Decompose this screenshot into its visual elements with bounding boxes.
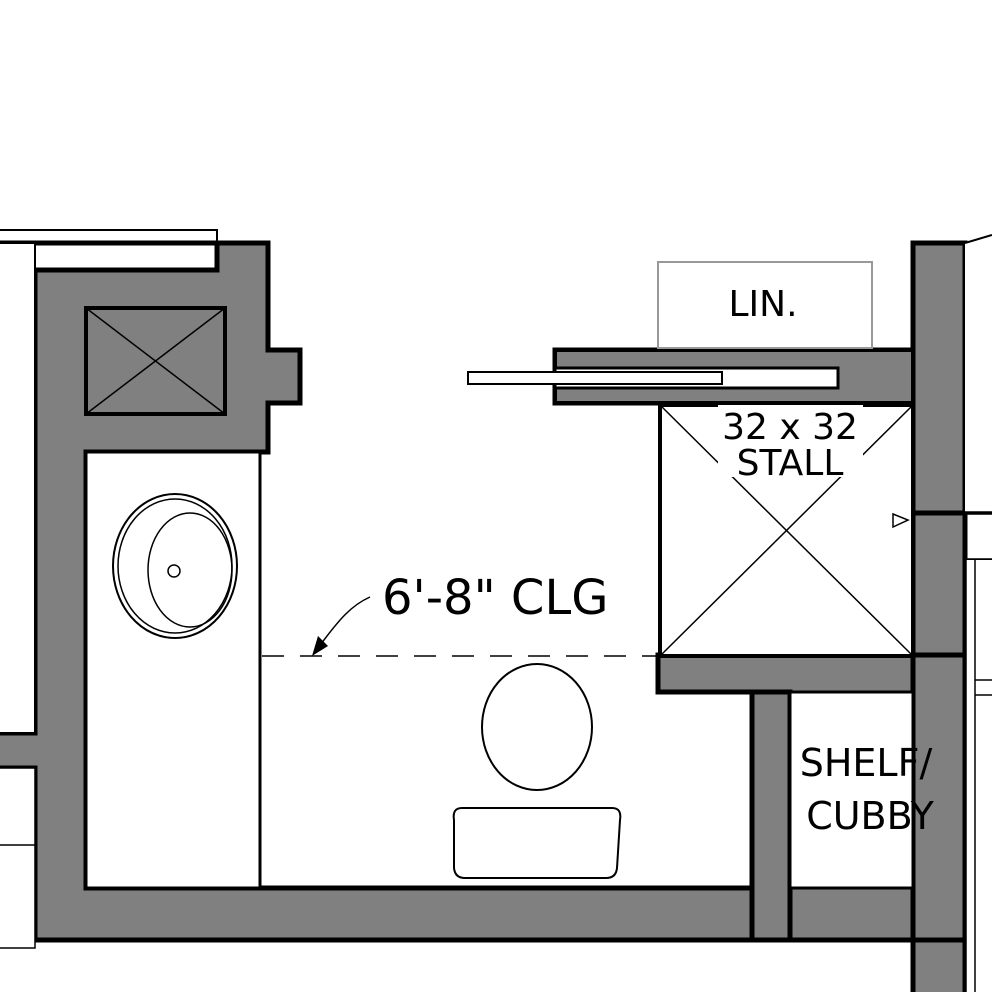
- stall-label-backing: [718, 405, 863, 477]
- shelf-label-line1: SHELF/: [800, 741, 933, 785]
- wall-edge-line: [964, 234, 992, 244]
- sink-bowl: [147, 512, 233, 628]
- stall-label: STALL: [737, 443, 844, 484]
- shelf-label-line2: CUBBY: [806, 794, 934, 838]
- pocket-door-panel: [467, 371, 723, 385]
- linen-cabinet: [657, 261, 873, 349]
- exterior-gap: [965, 243, 992, 513]
- stall-x-line: [659, 404, 914, 657]
- stall-size-label: 32 x 32: [722, 407, 858, 448]
- leader-arrow-icon: [312, 636, 328, 656]
- adjacent-room-edge: [0, 242, 36, 734]
- chase-x-line: [85, 307, 226, 415]
- wall-partition-shelf: [749, 689, 793, 943]
- ceiling-leader-line: [317, 596, 371, 649]
- linen-label: LIN.: [728, 284, 797, 325]
- shelf-cubby: [788, 690, 915, 890]
- shower-head-icon: [892, 512, 910, 529]
- ceiling-label: 6'-8" CLG: [382, 570, 608, 626]
- sink-drain: [167, 564, 181, 578]
- adjacent-room-edge: [0, 767, 36, 949]
- wall-right-lower: [910, 652, 968, 943]
- vanity-counter: [84, 450, 262, 890]
- wall-right-upper: [910, 240, 968, 516]
- sink-basin-outer: [112, 493, 238, 639]
- toilet-bowl: [481, 663, 593, 791]
- toilet-tank: [452, 807, 622, 879]
- exterior-gap: [965, 560, 992, 992]
